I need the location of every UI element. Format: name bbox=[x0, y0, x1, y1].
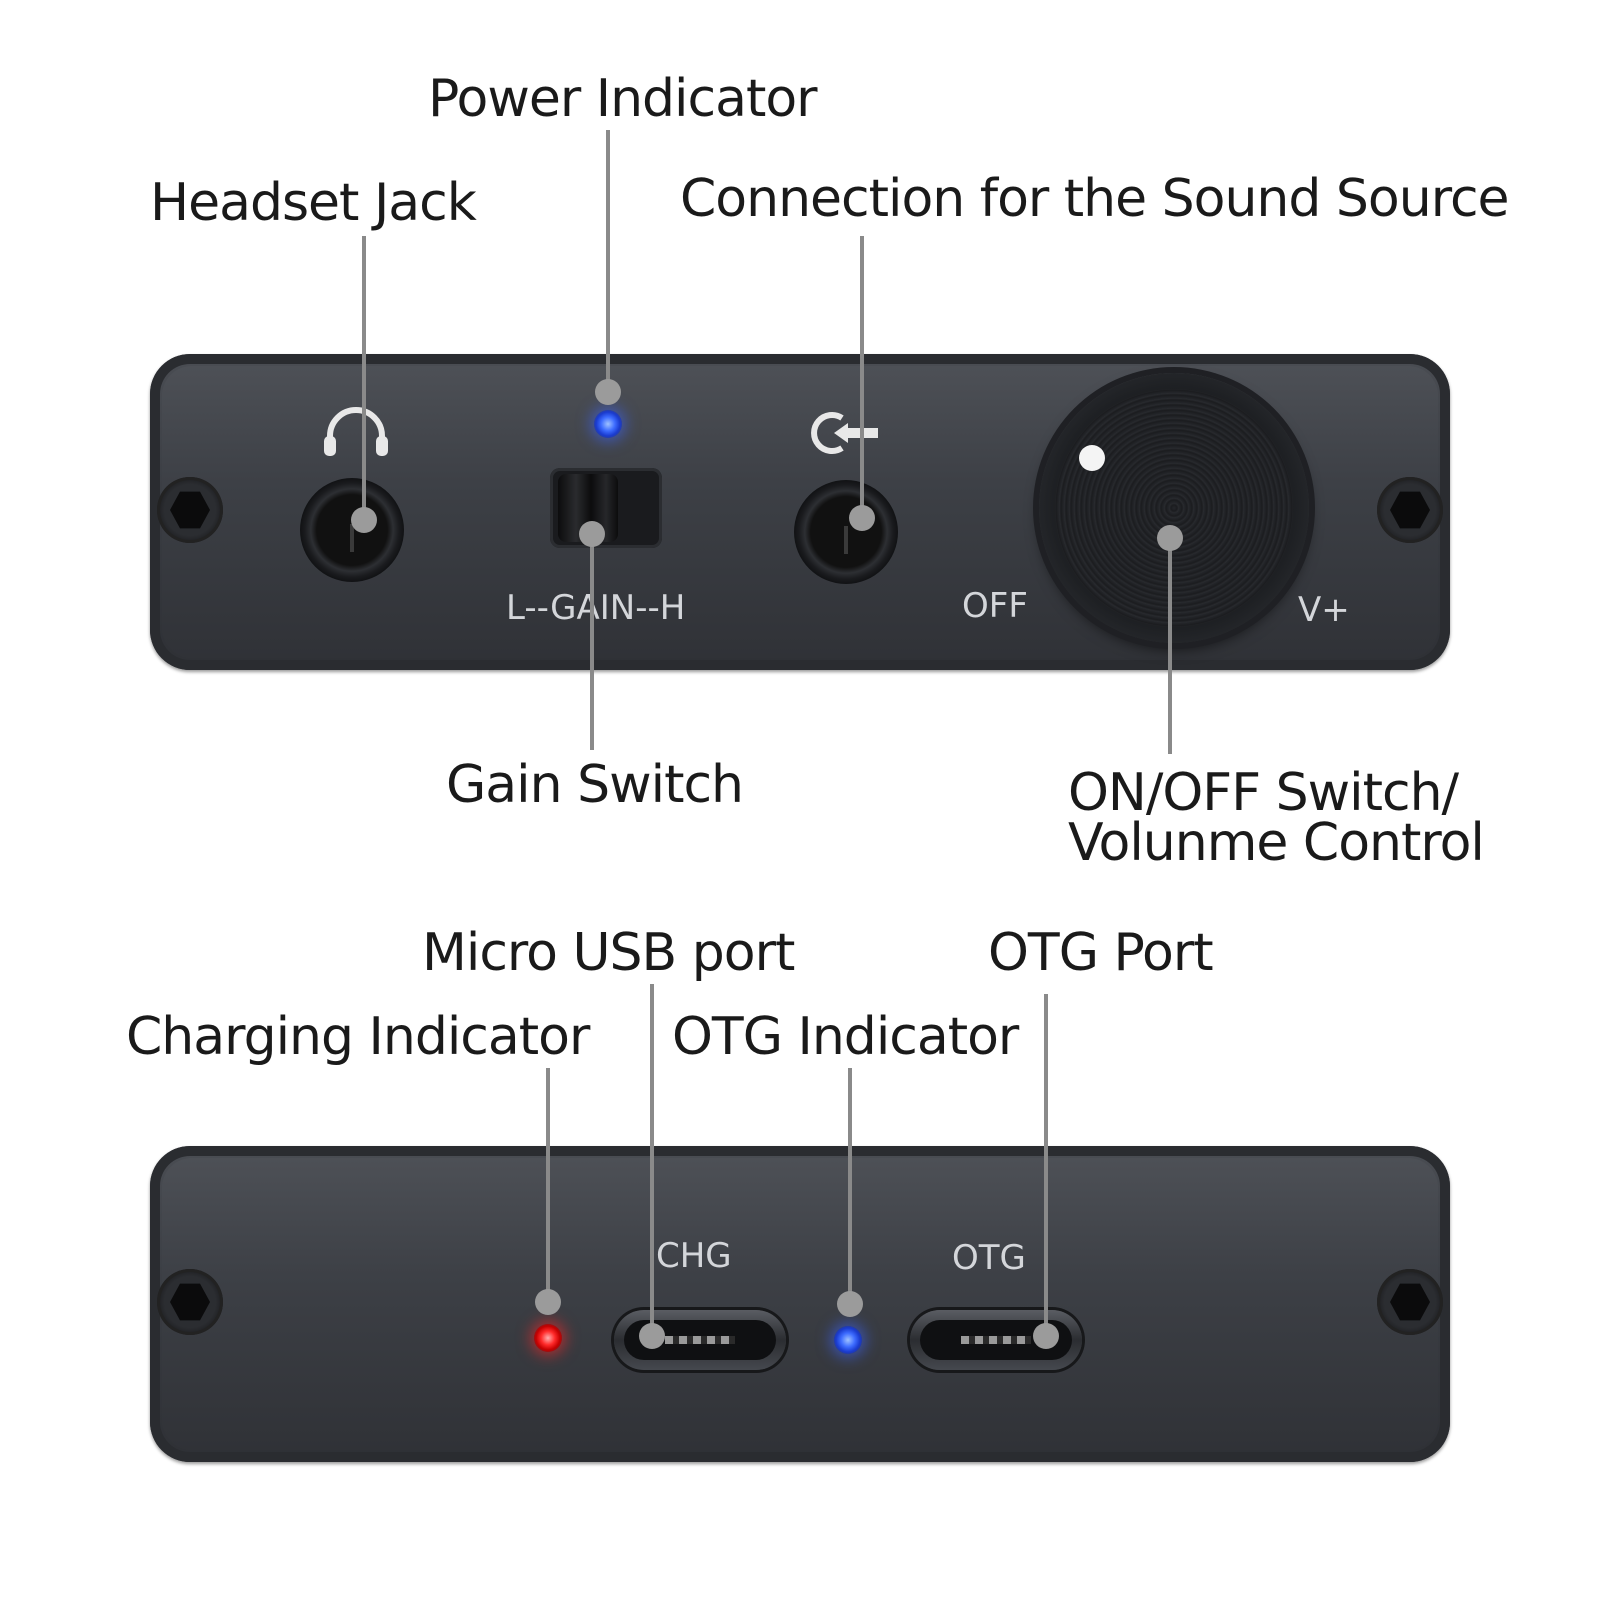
volume-knob-face bbox=[1055, 389, 1293, 627]
gain-switch-dot bbox=[579, 521, 605, 547]
sound-source-leader bbox=[860, 236, 864, 518]
headset-jack-leader bbox=[362, 236, 366, 520]
onoff-label-line1: ON/OFF Switch/ bbox=[1068, 763, 1459, 823]
gain-switch-text: L--GAIN--H bbox=[506, 588, 686, 628]
gain-switch-label: Gain Switch bbox=[446, 755, 744, 815]
back-panel-face bbox=[162, 1158, 1438, 1450]
off-text: OFF bbox=[962, 586, 1028, 626]
headset-jack-dot bbox=[351, 507, 377, 533]
volume-control-dot bbox=[1157, 525, 1183, 551]
headset-jack-label: Headset Jack bbox=[150, 173, 477, 233]
power-indicator-label: Power Indicator bbox=[428, 69, 818, 129]
gain-switch[interactable] bbox=[550, 468, 662, 548]
charging-indicator-leader bbox=[546, 1068, 550, 1302]
chg-text: CHG bbox=[656, 1236, 732, 1276]
charging-led bbox=[534, 1324, 562, 1352]
volume-knob[interactable] bbox=[1039, 373, 1309, 643]
gain-switch-leader bbox=[590, 534, 594, 750]
sound-source-jack[interactable] bbox=[794, 480, 898, 584]
micro-usb-leader bbox=[650, 984, 654, 1336]
front-right-screw bbox=[1377, 477, 1443, 543]
otg-indicator-label: OTG Indicator bbox=[672, 1007, 1019, 1067]
power-led bbox=[594, 410, 622, 438]
otg-port-dot bbox=[1033, 1323, 1059, 1349]
otg-indicator-dot bbox=[837, 1291, 863, 1317]
back-panel bbox=[150, 1146, 1450, 1462]
audio-input-icon bbox=[811, 412, 878, 454]
otg-indicator-leader bbox=[848, 1068, 852, 1304]
otg-text: OTG bbox=[952, 1238, 1026, 1278]
otg-port-leader bbox=[1044, 994, 1048, 1336]
onoff-label-line2: Volunme Control bbox=[1068, 813, 1485, 873]
front-left-screw bbox=[157, 477, 223, 543]
volume-knob-indicator bbox=[1079, 445, 1105, 471]
back-left-screw bbox=[157, 1269, 223, 1335]
charging-indicator-dot bbox=[535, 1289, 561, 1315]
back-right-screw bbox=[1377, 1269, 1443, 1335]
charging-indicator-label: Charging Indicator bbox=[126, 1007, 590, 1067]
otg-led bbox=[834, 1326, 862, 1354]
micro-usb-label: Micro USB port bbox=[422, 923, 795, 983]
headset-jack[interactable] bbox=[300, 478, 404, 582]
sound-source-label: Connection for the Sound Source bbox=[680, 169, 1510, 229]
sound-source-dot bbox=[849, 505, 875, 531]
volume-control-leader bbox=[1168, 538, 1172, 754]
power-indicator-leader bbox=[606, 130, 610, 392]
vplus-text: V+ bbox=[1298, 590, 1350, 630]
micro-usb-dot bbox=[639, 1323, 665, 1349]
power-indicator-dot bbox=[595, 379, 621, 405]
headphone-icon bbox=[324, 407, 388, 456]
otg-port-label: OTG Port bbox=[988, 923, 1214, 983]
